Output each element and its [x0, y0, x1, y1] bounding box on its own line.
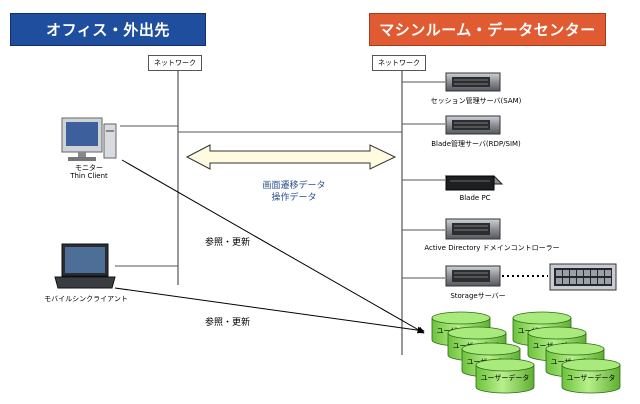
- blade-pc-label: Blade PC: [459, 194, 491, 202]
- rack-server-icon-ad: [445, 218, 501, 240]
- rack-server-icon-storage: [445, 265, 501, 287]
- storage-server-label: Storageサーバー: [450, 292, 506, 300]
- mobile-client-label: モバイルシンクライアント: [44, 295, 128, 303]
- screen-transition-data-label: 画面遷移データ: [262, 181, 326, 191]
- ref-update-arrow-thin-client: [121, 159, 425, 334]
- thin-client-label-2: Thin Client: [70, 172, 108, 180]
- thin-client-label-1: モニター: [75, 164, 103, 172]
- ref-update-arrow-mobile: [114, 287, 425, 334]
- office-zone-banner: オフィス・外出先: [10, 13, 206, 46]
- user-data-cylinder: ユーザーデータ: [561, 358, 621, 394]
- screen-data-double-arrow: [185, 144, 397, 170]
- left-network-label: ネットワーク: [148, 55, 202, 71]
- user-data-cylinders: ユーザーデータユーザーデータユーザーデータユーザーデータユーザーデータユーザーデ…: [431, 311, 621, 394]
- operation-data-label: 操作データ: [271, 193, 317, 203]
- right-network-label: ネットワーク: [372, 55, 426, 71]
- active-directory-label: Active Directory ドメインコントローラー: [424, 244, 560, 252]
- rack-server-icon-session: [445, 72, 501, 92]
- laptop-icon: [54, 243, 116, 289]
- desktop-pc-icon: [61, 117, 117, 161]
- user-data-label: ユーザーデータ: [481, 373, 530, 382]
- blade-mgmt-server-label: Blade管理サーバ(RDP/SIM): [431, 140, 521, 148]
- network-connectors: [115, 81, 445, 279]
- session-server-label: セッション管理サーバ(SAM): [430, 97, 522, 105]
- rack-server-icon-blade-mgmt: [445, 115, 501, 135]
- machine-room-banner: マシンルーム・データセンター: [369, 13, 606, 46]
- ref-update-label-2: 参照・更新: [205, 318, 251, 328]
- user-data-label: ユーザーデータ: [567, 373, 616, 382]
- storage-array-icon: [549, 263, 617, 291]
- user-data-cylinder: ユーザーデータ: [475, 358, 535, 394]
- blade-pc-icon: [444, 175, 504, 191]
- ref-update-label-1: 参照・更新: [205, 238, 251, 248]
